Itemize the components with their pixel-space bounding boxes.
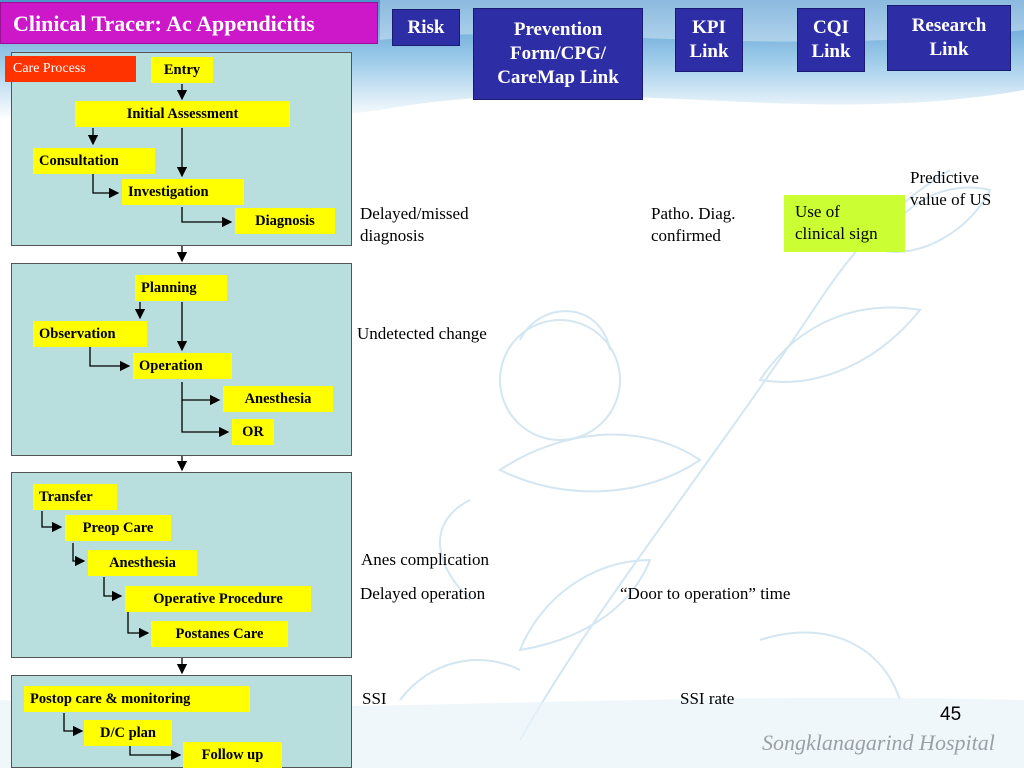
risk-note-line: diagnosis: [360, 226, 425, 245]
step-postanes-care[interactable]: Postanes Care: [151, 621, 288, 647]
step-dc-plan[interactable]: D/C plan: [84, 720, 172, 746]
step-operative-procedure[interactable]: Operative Procedure: [125, 586, 311, 612]
kpi-patho-diag-confirmed: Patho. Diag. confirmed: [651, 203, 736, 247]
risk-anes-complication: Anes complication: [361, 550, 489, 569]
page-number: 45: [940, 704, 962, 725]
kpi-ssi-rate: SSI rate: [680, 689, 735, 708]
step-entry[interactable]: Entry: [151, 57, 213, 83]
kpi-link-button[interactable]: KPI Link: [675, 8, 743, 72]
prevention-form-cpg-caremap-link-button[interactable]: Prevention Form/CPG/ CareMap Link: [473, 8, 643, 100]
step-consultation[interactable]: Consultation: [33, 148, 155, 174]
risk-ssi: SSI: [362, 689, 387, 708]
prevention-link-label: Prevention Form/CPG/ CareMap Link: [497, 19, 619, 88]
step-transfer[interactable]: Transfer: [33, 484, 117, 510]
risk-button[interactable]: Risk: [392, 9, 460, 46]
step-follow-up[interactable]: Follow up: [183, 742, 282, 768]
research-link-button[interactable]: Research Link: [887, 5, 1011, 71]
kpi-link-label: KPI Link: [689, 17, 729, 62]
research-predictive-value-us: Predictive value of US: [910, 167, 991, 211]
risk-delayed-missed-diagnosis: Delayed/missed diagnosis: [360, 203, 469, 247]
cqi-note-line: clinical sign: [795, 224, 878, 243]
step-investigation[interactable]: Investigation: [122, 179, 244, 205]
risk-undetected-change: Undetected change: [357, 324, 487, 343]
research-note-line: Predictive: [910, 168, 979, 187]
research-note-line: value of US: [910, 190, 992, 209]
step-anesthesia[interactable]: Anesthesia: [223, 386, 333, 412]
care-process-label: Care Process: [5, 56, 136, 82]
step-or[interactable]: OR: [232, 419, 274, 445]
step-initial-assessment[interactable]: Initial Assessment: [75, 101, 290, 127]
research-link-label: Research Link: [911, 15, 987, 60]
step-diagnosis[interactable]: Diagnosis: [235, 208, 335, 234]
cqi-note-line: Use of: [795, 202, 840, 221]
risk-note-line: Delayed/missed: [360, 204, 469, 223]
step-observation[interactable]: Observation: [33, 321, 147, 347]
kpi-door-to-operation-time: “Door to operation” time: [620, 584, 791, 603]
step-operation[interactable]: Operation: [133, 353, 232, 379]
cqi-use-of-clinical-sign: Use of clinical sign: [784, 195, 905, 252]
page-title: Clinical Tracer: Ac Appendicitis: [0, 2, 378, 44]
kpi-note-line: Patho. Diag.: [651, 204, 736, 223]
step-planning[interactable]: Planning: [135, 275, 227, 301]
hospital-name: Songklanagarind Hospital: [762, 730, 995, 755]
step-anesthesia-periop[interactable]: Anesthesia: [88, 550, 197, 576]
step-postop-care-monitoring[interactable]: Postop care & monitoring: [24, 686, 250, 712]
risk-delayed-operation: Delayed operation: [360, 584, 486, 603]
cqi-link-label: CQI Link: [811, 17, 851, 62]
cqi-link-button[interactable]: CQI Link: [797, 8, 865, 72]
kpi-note-line: confirmed: [651, 226, 721, 245]
step-preop-care[interactable]: Preop Care: [65, 515, 171, 541]
